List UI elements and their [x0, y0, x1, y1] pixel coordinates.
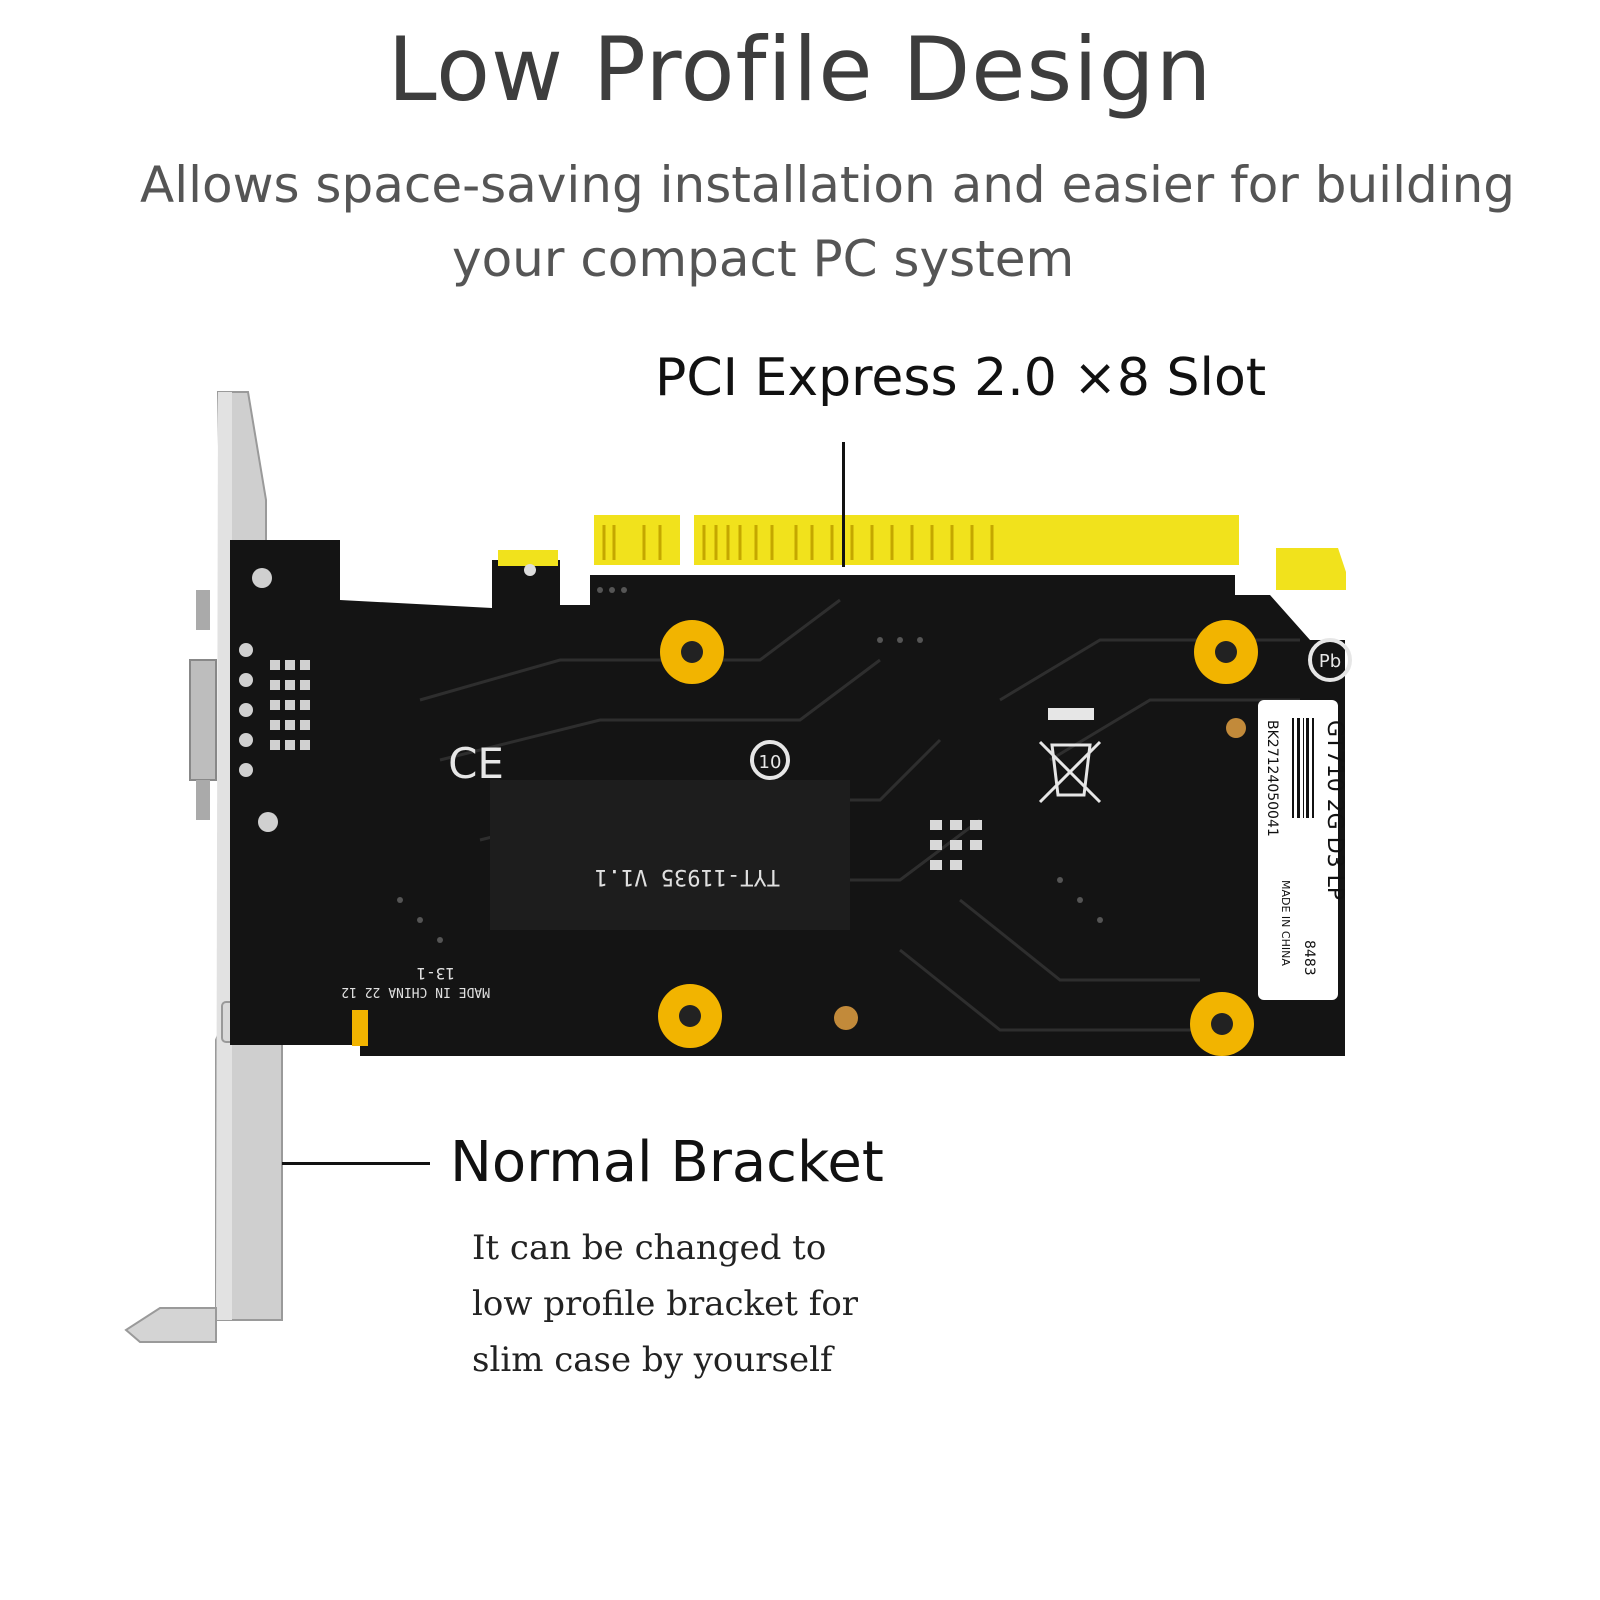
weee-bin-icon	[1038, 708, 1102, 804]
subtitle-line-2: your compact PC system	[452, 230, 1075, 288]
board-origin: MADE IN CHINA 22 12	[341, 984, 490, 999]
board-code: TYT-11935 V1.1	[595, 864, 780, 889]
mounting-standoffs	[658, 620, 1258, 1056]
pci-express-edge-connector	[498, 515, 1346, 590]
sticker-model: GT710 2G D3 LP	[1322, 720, 1347, 900]
recycle-10-mark	[750, 740, 790, 780]
vga-port	[189, 659, 217, 781]
bracket-note-line-3: slim case by yourself	[472, 1340, 833, 1380]
sticker-code: 8483	[1301, 940, 1317, 976]
ce-mark: CE	[448, 739, 504, 788]
board-rev: 13-1	[416, 964, 455, 983]
bracket-callout-label: Normal Bracket	[450, 1130, 884, 1195]
slot-leader-line	[842, 442, 845, 567]
bracket-note-line-2: low profile bracket for	[472, 1284, 859, 1324]
page-title: Low Profile Design	[387, 18, 1213, 121]
pb-text: Pb	[1319, 651, 1341, 672]
bracket-leader-line	[282, 1162, 430, 1165]
bracket-note: It can be changed to low profile bracket…	[472, 1220, 992, 1388]
mark-10-text: 10	[759, 752, 782, 773]
sticker-origin: MADE IN CHINA	[1279, 880, 1292, 966]
product-sticker: GT710 2G D3 LP BK27124050041 8483 MADE I…	[1258, 700, 1347, 1000]
bracket-note-line-1: It can be changed to	[472, 1228, 827, 1268]
pcb-board	[189, 540, 1345, 1056]
pb-mark	[1308, 638, 1352, 682]
slot-callout-label: PCI Express 2.0 ×8 Slot	[655, 348, 1267, 408]
sticker-serial: BK27124050041	[1264, 720, 1280, 837]
subtitle-line-1: Allows space-saving installation and eas…	[140, 156, 1516, 214]
page-subtitle: Allows space-saving installation and eas…	[140, 148, 1540, 296]
